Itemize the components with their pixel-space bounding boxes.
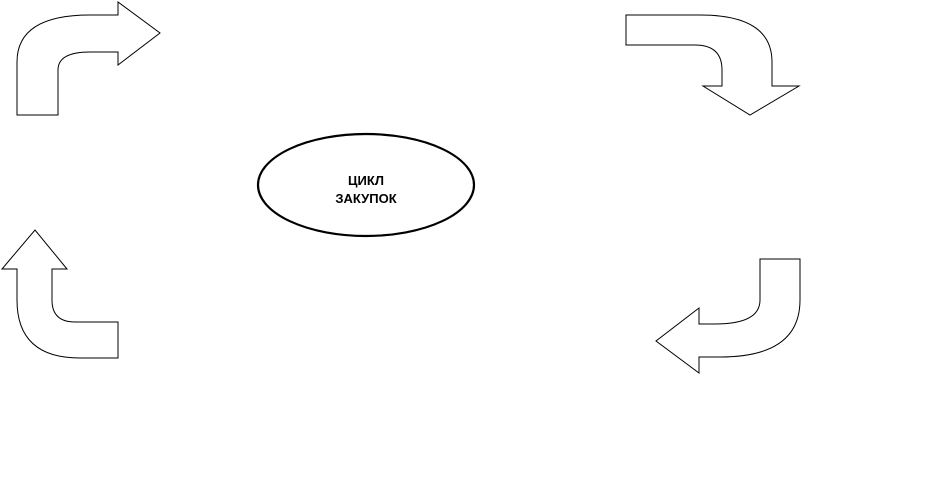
arrow-bottom-left-up — [0, 229, 119, 359]
center-ellipse — [256, 132, 476, 238]
center-label-line2: ЗАКУПОК — [335, 191, 396, 206]
center-node: ЦИКЛ ЗАКУПОК — [256, 132, 476, 238]
arrow-top-left-right — [16, 1, 161, 116]
arrow-bottom-right-left — [655, 258, 801, 374]
arrow-top-right-down — [625, 14, 801, 116]
center-label-line1: ЦИКЛ — [348, 173, 384, 188]
